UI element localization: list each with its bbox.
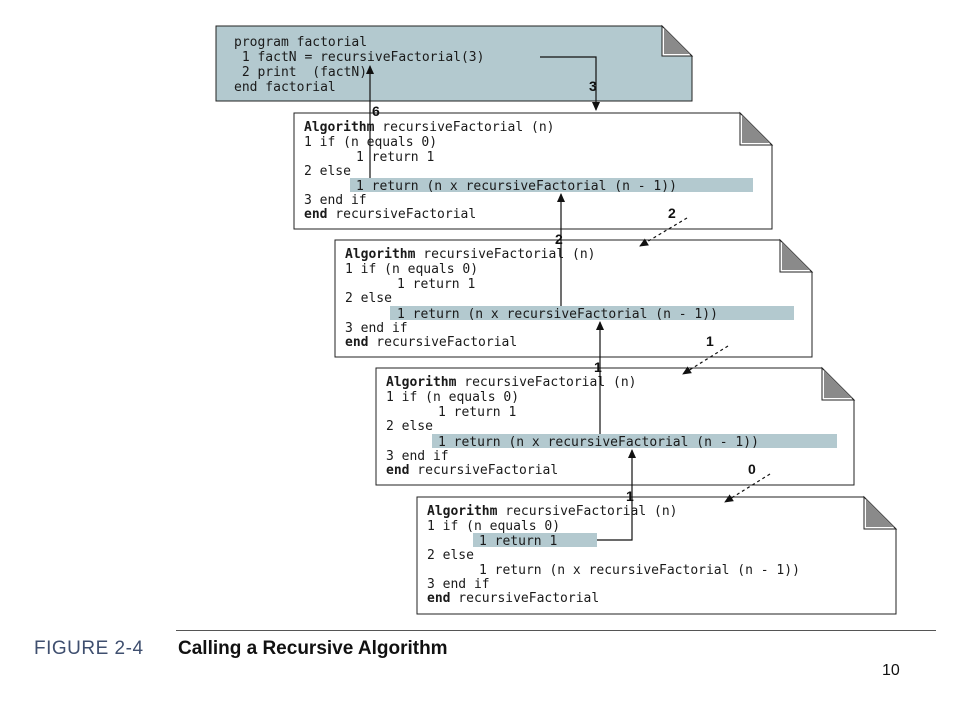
end-name: recursiveFactorial (450, 591, 599, 606)
return-one-line: 1 return 1 (356, 150, 434, 165)
program-line: end factorial (234, 80, 336, 95)
call-arrow-3 (540, 56, 600, 111)
program-line: 1 factN = recursiveFactorial(3) (234, 50, 484, 65)
algorithm-box-call-3: Algorithm recursiveFactorial (n) 1 if (n… (293, 111, 774, 230)
call-arrow-0 (724, 473, 771, 503)
highlight-recursive-return (390, 306, 794, 320)
svg-text:Algorithm recursiveFactorial (: Algorithm recursiveFactorial (n) (345, 247, 595, 262)
end-if-line: 3 end if (427, 577, 490, 592)
end-keyword: end (427, 591, 450, 606)
end-name: recursiveFactorial (327, 207, 476, 222)
call-arrow-1 (682, 345, 729, 375)
call-arrows (540, 56, 771, 503)
recursive-return-line: 1 return (n x recursiveFactorial (n - 1)… (397, 307, 718, 322)
call-label-1: 1 (706, 333, 714, 349)
if-line: 1 if (n equals 0) (345, 262, 478, 277)
return-label-1: 1 (594, 359, 602, 375)
end-name: recursiveFactorial (368, 335, 517, 350)
end-keyword: end (304, 207, 327, 222)
call-label-0: 0 (748, 461, 756, 477)
return-one-line: 1 return 1 (479, 534, 557, 549)
call-label-3: 3 (589, 78, 597, 94)
svg-text:end recursiveFactorial: end recursiveFactorial (304, 207, 476, 222)
figure-title: Calling a Recursive Algorithm (178, 638, 448, 659)
algorithm-header: recursiveFactorial (n) (415, 247, 595, 262)
return-label-2: 2 (555, 231, 563, 247)
highlight-recursive-return (350, 178, 753, 192)
algorithm-box-call-2: Algorithm recursiveFactorial (n) 1 if (n… (334, 238, 814, 358)
algorithm-keyword: Algorithm (304, 120, 375, 135)
program-line: 2 print (factN) (234, 65, 367, 80)
end-keyword: end (345, 335, 368, 350)
svg-text:Algorithm recursiveFactorial (: Algorithm recursiveFactorial (n) (427, 504, 677, 519)
end-name: recursiveFactorial (409, 463, 558, 478)
svg-text:Algorithm recursiveFactorial (: Algorithm recursiveFactorial (n) (304, 120, 554, 135)
call-label-2: 2 (668, 205, 676, 221)
highlight-recursive-return (432, 434, 837, 448)
recursive-return-line: 1 return (n x recursiveFactorial (n - 1)… (438, 435, 759, 450)
page-number: 10 (882, 662, 900, 679)
algorithm-box-call-0: Algorithm recursiveFactorial (n) 1 if (n… (416, 495, 898, 615)
recursive-return-line: 1 return (n x recursiveFactorial (n - 1)… (356, 179, 677, 194)
svg-text:Algorithm recursiveFactorial (: Algorithm recursiveFactorial (n) (386, 375, 636, 390)
return-arrow-1b (597, 449, 636, 541)
algorithm-keyword: Algorithm (427, 504, 498, 519)
return-one-line: 1 return 1 (438, 405, 516, 420)
highlight-return-one (473, 533, 597, 547)
else-line: 2 else (386, 419, 433, 434)
else-line: 2 else (345, 291, 392, 306)
program-box: program factorial 1 factN = recursiveFac… (215, 24, 694, 102)
else-line: 2 else (427, 548, 474, 563)
algorithm-header: recursiveFactorial (n) (456, 375, 636, 390)
algorithm-keyword: Algorithm (345, 247, 416, 262)
figure-label: FIGURE 2-4 (34, 638, 144, 659)
program-line: program factorial (234, 35, 367, 50)
return-label-1b: 1 (626, 488, 634, 504)
svg-text:end recursiveFactorial: end recursiveFactorial (345, 335, 517, 350)
end-if-line: 3 end if (345, 321, 408, 336)
algorithm-box-call-1: Algorithm recursiveFactorial (n) 1 if (n… (375, 366, 856, 486)
svg-text:end recursiveFactorial: end recursiveFactorial (427, 591, 599, 606)
return-label-6: 6 (372, 103, 380, 119)
if-line: 1 if (n equals 0) (386, 390, 519, 405)
end-if-line: 3 end if (304, 193, 367, 208)
return-arrows (366, 65, 636, 541)
recursive-return-line: 1 return (n x recursiveFactorial (n - 1)… (479, 563, 800, 578)
end-if-line: 3 end if (386, 449, 449, 464)
end-keyword: end (386, 463, 409, 478)
algorithm-header: recursiveFactorial (n) (374, 120, 554, 135)
figure-rule (176, 630, 936, 631)
return-one-line: 1 return 1 (397, 277, 475, 292)
algorithm-header: recursiveFactorial (n) (497, 504, 677, 519)
algorithm-keyword: Algorithm (386, 375, 457, 390)
if-line: 1 if (n equals 0) (427, 519, 560, 534)
svg-text:end recursiveFactorial: end recursiveFactorial (386, 463, 558, 478)
else-line: 2 else (304, 164, 351, 179)
